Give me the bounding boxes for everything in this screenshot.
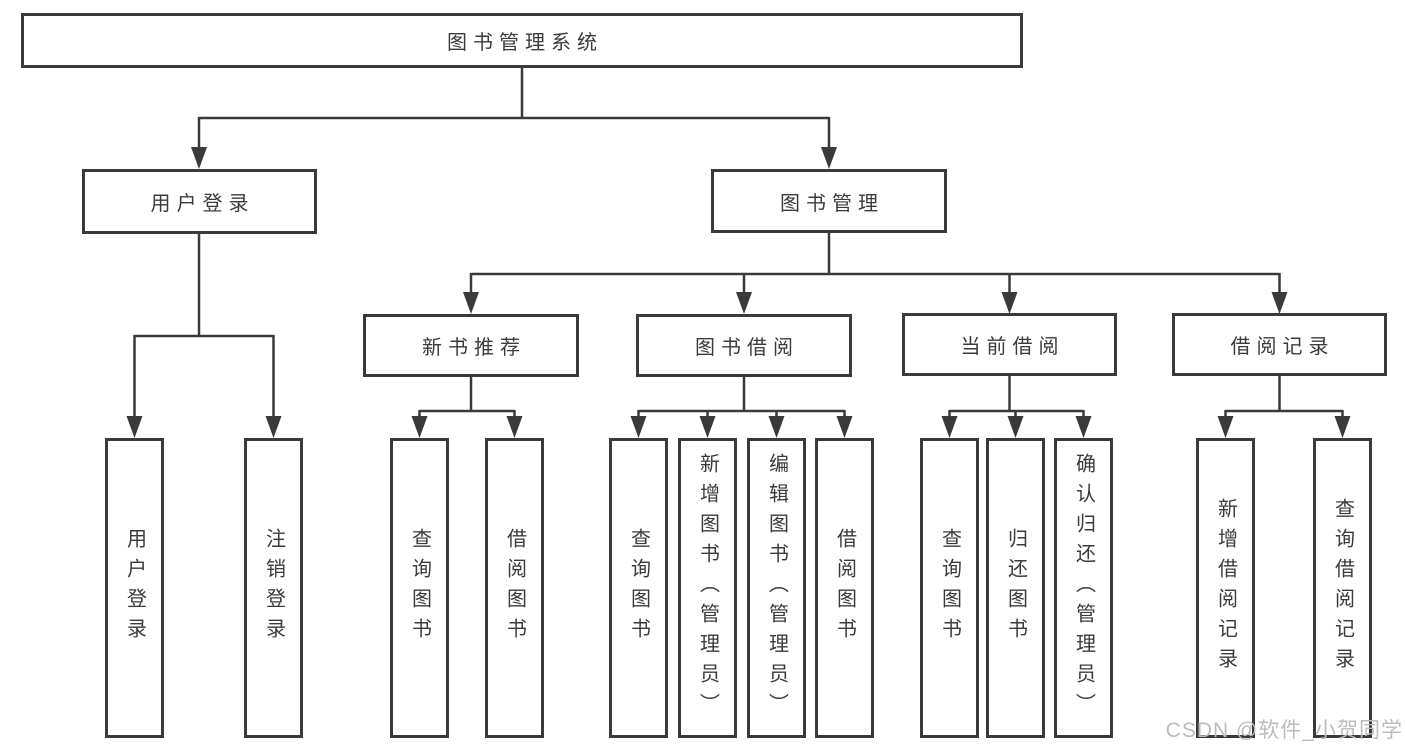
arrow-down-icon [941,416,958,438]
arrow-down-icon [768,416,785,438]
node-leaf-borrow-add-books-admin: 新增图书（管理员） [678,438,737,738]
node-borrow-records: 借阅记录 [1172,313,1387,376]
node-label: 编辑图书（管理员） [765,453,788,723]
node-leaf-borrow-borrow-books: 借阅图书 [815,438,874,738]
node-label: 新增图书（管理员） [696,453,719,723]
node-label: 用户登录 [150,193,255,215]
node-label: 图书借阅 [695,337,799,359]
node-label: 查询图书 [627,528,650,648]
arrow-down-icon [836,416,853,438]
node-leaf-borrow-edit-books-admin: 编辑图书（管理员） [747,438,806,738]
node-leaf-user-login: 用户登录 [105,438,164,738]
connector-current-to-leaves [941,376,1092,438]
arrow-down-icon [736,292,752,314]
connector-recommend-to-leaves [411,377,523,438]
node-label: 借阅记录 [1230,336,1335,358]
arrow-down-icon [630,416,647,438]
node-label: 归还图书 [1004,528,1027,648]
node-current-borrow: 当前借阅 [902,313,1117,376]
arrow-down-icon [126,416,143,438]
node-leaf-records-query-record: 查询借阅记录 [1313,438,1372,738]
node-label: 图书管理系统 [447,32,603,54]
arrow-down-icon [1217,416,1234,438]
node-label: 新增借阅记录 [1214,498,1237,678]
arrow-down-icon [265,416,282,438]
arrow-down-icon [1001,292,1018,314]
node-leaf-records-add-record: 新增借阅记录 [1196,438,1255,738]
node-label: 查询借阅记录 [1331,498,1354,678]
node-label: 当前借阅 [960,336,1065,358]
arrow-down-icon [411,416,428,438]
node-leaf-borrow-query-books: 查询图书 [609,438,668,738]
node-label: 查询图书 [938,528,961,648]
node-label: 注销登录 [262,528,285,648]
connector-book-management-to-level2 [463,232,1288,314]
node-label: 图书管理 [780,192,884,215]
node-leaf-current-confirm-return-admin: 确认归还（管理员） [1054,438,1113,738]
node-leaf-current-return-books: 归还图书 [986,438,1045,738]
node-user-login: 用户登录 [82,169,317,234]
arrow-down-icon [463,292,479,314]
node-leaf-current-query-books: 查询图书 [920,438,979,738]
arrow-down-icon [1271,292,1288,314]
node-book-management: 图书管理 [711,169,947,233]
connector-records-to-leaves [1217,376,1351,438]
node-book-borrow: 图书借阅 [636,314,852,377]
node-label: 查询图书 [408,528,431,648]
node-leaf-recommend-query-books: 查询图书 [390,438,449,738]
node-leaf-logout: 注销登录 [244,438,303,738]
node-root-library-management-system: 图书管理系统 [21,13,1023,68]
node-label: 借阅图书 [833,528,856,648]
node-label: 用户登录 [123,528,146,648]
arrow-down-icon [699,416,716,438]
arrow-down-icon [1334,416,1351,438]
node-leaf-recommend-borrow-books: 借阅图书 [485,438,544,738]
node-label: 确认归还（管理员） [1072,453,1095,723]
arrow-down-icon [191,147,207,169]
node-label: 新书推荐 [422,337,526,359]
arrow-down-icon [506,416,523,438]
node-new-book-recommend: 新书推荐 [363,314,579,377]
csdn-watermark: CSDN @软件_小贺同学 [1165,719,1403,742]
node-label: 借阅图书 [503,528,526,648]
arrow-down-icon [1075,416,1092,438]
arrow-down-icon [821,147,837,169]
arrow-down-icon [1007,416,1024,438]
connector-borrow-to-leaves [630,377,853,438]
connector-root-to-level1 [191,68,837,169]
connector-user-login-to-leaves [126,234,282,438]
